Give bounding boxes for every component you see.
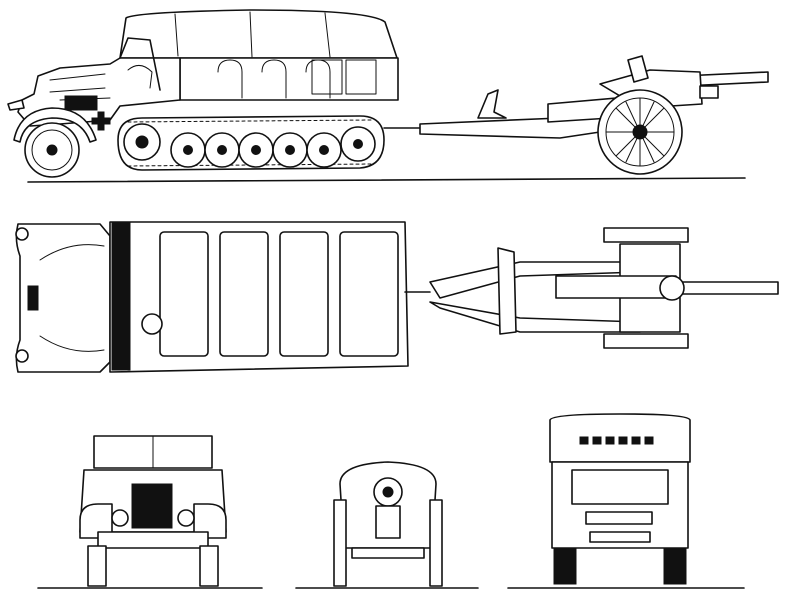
tractor-front-view <box>79 435 227 587</box>
gun-front-view <box>333 461 443 587</box>
muzzle-block <box>699 85 719 99</box>
rear-panel <box>571 469 669 505</box>
front-mudguard-right <box>193 503 227 539</box>
radiator-grille-top <box>27 285 39 311</box>
breech-top <box>659 275 685 301</box>
trail-spade <box>477 89 507 119</box>
ground-line-side <box>27 177 746 183</box>
hood-louver <box>64 95 98 111</box>
front-tyre-left <box>87 545 107 587</box>
roof-hoops <box>174 11 331 58</box>
front-bumper <box>7 99 25 111</box>
rear-track-left <box>553 547 577 585</box>
howitzer-top <box>429 227 779 349</box>
gun-barrel-top <box>675 281 779 295</box>
halftrack-top <box>15 221 431 373</box>
howitzer-side <box>419 55 769 175</box>
seat-row-1 <box>159 231 209 357</box>
front-tyre-right <box>199 545 219 587</box>
seat-row-2 <box>219 231 269 357</box>
rear-track-right <box>663 547 687 585</box>
gun-axle-front <box>351 547 425 559</box>
side-locker-2 <box>345 59 377 95</box>
front-headlight-right <box>177 509 195 527</box>
front-mudguard-left <box>79 503 113 539</box>
fender-lines <box>39 244 105 352</box>
gun-cradle-front <box>375 505 401 539</box>
cross-insignia <box>91 111 111 131</box>
front-wheel-rim <box>31 129 73 171</box>
rear-window-row <box>579 436 654 445</box>
tractor-rear-view <box>549 413 691 585</box>
gun-wheel-front-right <box>429 499 443 587</box>
sprocket-hub <box>135 135 149 149</box>
gun-wheel-front-left <box>333 499 347 587</box>
front-bumper-front <box>97 531 209 549</box>
front-mudguard <box>13 107 97 143</box>
side-view <box>7 9 769 183</box>
gun-wheel-top-left <box>603 227 689 243</box>
road-wheel-hubs <box>183 139 363 155</box>
halftrack-side <box>7 9 421 178</box>
dashboard-strip <box>111 221 131 371</box>
gun-wheel-top-right <box>603 333 689 349</box>
rear-tow-plate <box>585 511 653 525</box>
equilibrator <box>627 55 649 83</box>
top-view <box>15 221 779 373</box>
cradle-top <box>555 275 677 299</box>
seat-row-3 <box>279 231 329 357</box>
canvas-tilt-roof <box>119 9 398 59</box>
windscreen-frame <box>119 37 161 91</box>
steering-wheel <box>141 313 163 335</box>
headlight-right <box>15 349 29 363</box>
driver-figure-seat <box>127 65 153 89</box>
side-locker <box>311 59 343 95</box>
trail-crossbar <box>497 247 517 335</box>
cargo-bed-top <box>339 231 399 357</box>
trail-leg-lower <box>429 301 641 333</box>
gun-bore <box>382 486 394 498</box>
gun-wheel-hub <box>632 124 648 140</box>
front-radiator-grille <box>131 483 173 529</box>
rear-hitch-bar <box>589 531 651 543</box>
headlight-left <box>15 227 29 241</box>
front-wheel-hub <box>46 144 58 156</box>
front-headlight-left <box>111 509 129 527</box>
